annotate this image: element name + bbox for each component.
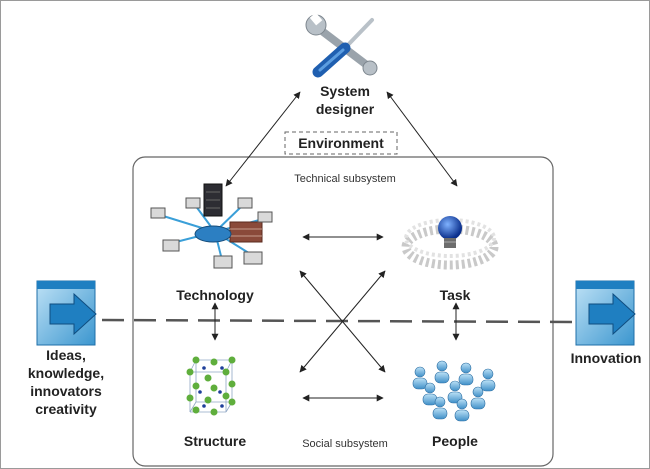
subsystem-box [132,156,554,467]
social-subsystem-label: Social subsystem [302,438,388,450]
lightbulb-circle-icon [401,216,499,270]
flow-dashed-line [101,318,573,324]
input-label: Ideas, knowledge, innovators creativity [27,347,105,417]
input-arrow-icon [36,280,97,346]
arrow-designer-task [386,91,458,187]
technical-subsystem-label: Technical subsystem [294,173,396,185]
people-label: People [432,433,478,449]
arrow-designer-technology [225,91,301,187]
arrow-task-structure [299,270,386,373]
technology-label: Technology [176,287,254,303]
system-designer-label: System designer [315,83,375,117]
wrench-screwdriver-icon [305,12,378,78]
output-arrow-icon [575,280,636,346]
task-label: Task [439,287,471,303]
structure-label: Structure [183,433,247,449]
network-icon [150,183,273,269]
environment-label: Environment [298,135,384,151]
output-label: Innovation [570,350,642,366]
molecule-lattice-icon [186,356,236,416]
people-group-icon [412,360,496,422]
